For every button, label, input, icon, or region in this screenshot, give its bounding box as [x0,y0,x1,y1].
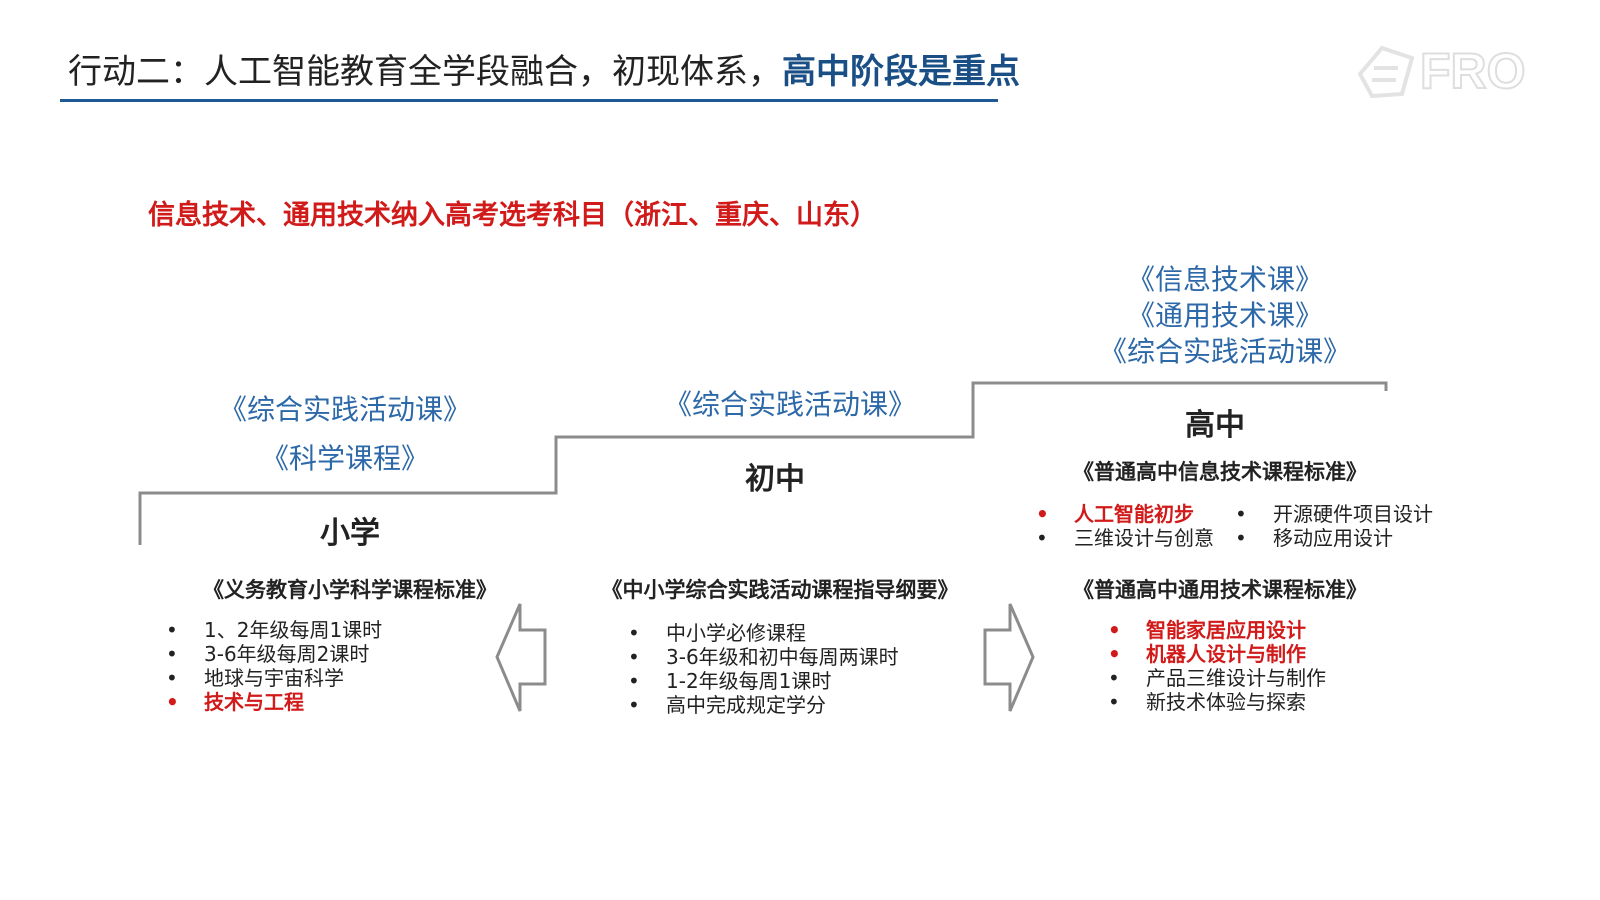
high-course-2: 《通用技术课》 [1126,299,1323,332]
list-item: 3-6年级和初中每周两课时 [628,645,899,669]
list-item: 人工智能初步 [1036,502,1214,526]
list-item: 中小学必修课程 [628,621,899,645]
stage-high: 高中 [1185,408,1245,443]
high-info-tech-list-right: 开源硬件项目设计 移动应用设计 [1235,502,1433,550]
high-standard-info-tech: 《普通高中信息技术课程标准》 [1073,460,1367,484]
stage-primary: 小学 [320,516,380,551]
page-title: 行动二：人工智能教育全学段融合，初现体系，高中阶段是重点 [68,44,1020,93]
list-item: 机器人设计与制作 [1108,642,1326,666]
stair-steps [138,381,1388,545]
high-info-tech-list-left: 人工智能初步 三维设计与创意 [1036,502,1214,550]
list-item: 地球与宇宙科学 [166,666,382,690]
fro-logo: FRO [1357,42,1527,100]
list-item: 移动应用设计 [1235,526,1433,550]
list-item: 新技术体验与探索 [1108,690,1326,714]
middle-item-list: 中小学必修课程 3-6年级和初中每周两课时 1-2年级每周1课时 高中完成规定学… [628,621,899,717]
primary-standard: 《义务教育小学科学课程标准》 [203,578,497,602]
high-standard-general-tech: 《普通高中通用技术课程标准》 [1073,578,1367,602]
page-title-highlight: 高中阶段是重点 [782,52,1020,92]
logo-mark-icon [1357,45,1415,99]
exam-subtitle: 信息技术、通用技术纳入高考选考科目（浙江、重庆、山东） [148,200,877,231]
list-item: 产品三维设计与制作 [1108,666,1326,690]
list-item: 开源硬件项目设计 [1235,502,1433,526]
list-item: 1、2年级每周1课时 [166,618,382,642]
middle-standard: 《中小学综合实践活动课程指导纲要》 [601,578,959,602]
arrow-right-icon [983,603,1035,712]
primary-course-2: 《科学课程》 [260,442,429,475]
middle-course-1: 《综合实践活动课》 [663,388,916,421]
list-item: 智能家居应用设计 [1108,618,1326,642]
arrow-left-icon [495,603,547,712]
primary-course-1: 《综合实践活动课》 [218,393,471,426]
page-title-main: 行动二：人工智能教育全学段融合，初现体系， [68,52,782,92]
list-item: 1-2年级每周1课时 [628,669,899,693]
title-underline [60,99,998,102]
list-item: 高中完成规定学分 [628,693,899,717]
list-item: 3-6年级每周2课时 [166,642,382,666]
high-general-tech-list: 智能家居应用设计 机器人设计与制作 产品三维设计与制作 新技术体验与探索 [1108,618,1326,714]
list-item: 三维设计与创意 [1036,526,1214,550]
high-course-1: 《信息技术课》 [1126,263,1323,296]
list-item: 技术与工程 [166,690,382,714]
primary-item-list: 1、2年级每周1课时 3-6年级每周2课时 地球与宇宙科学 技术与工程 [166,618,382,714]
logo-text: FRO [1420,43,1526,99]
stage-middle: 初中 [745,462,805,497]
high-course-3: 《综合实践活动课》 [1098,335,1351,368]
